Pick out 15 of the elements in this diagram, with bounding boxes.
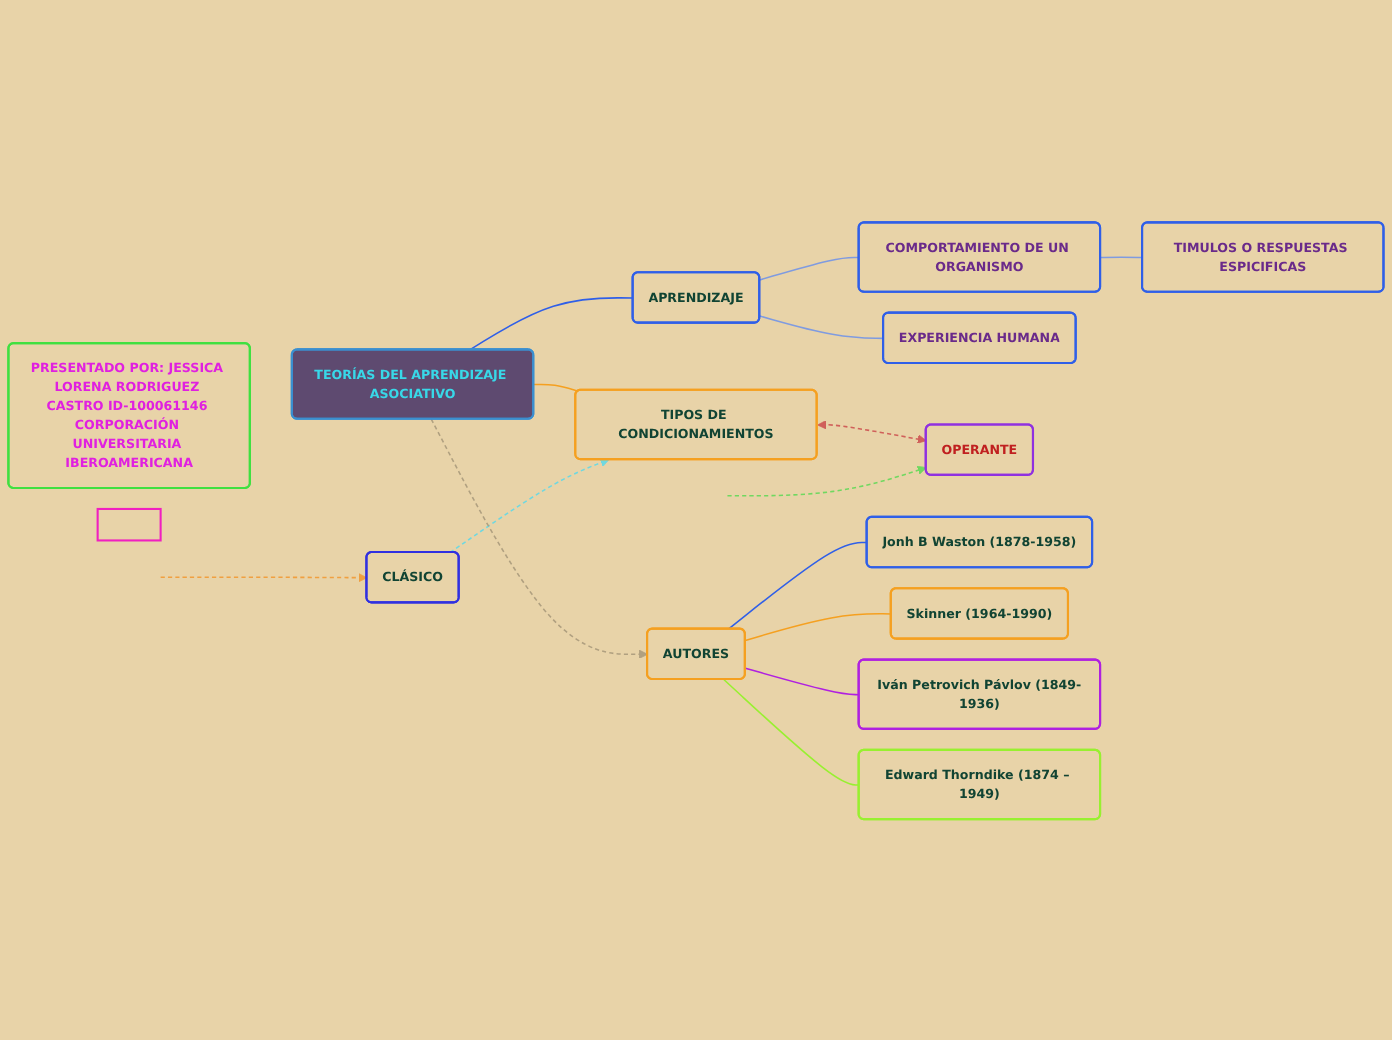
connector <box>533 382 579 392</box>
arrow <box>449 457 610 553</box>
connector <box>744 612 893 641</box>
connector <box>469 296 634 350</box>
connector <box>759 255 860 280</box>
arrow <box>430 417 649 659</box>
arrow <box>817 419 927 443</box>
node-box <box>96 507 162 541</box>
arrow <box>159 572 368 582</box>
connector <box>744 666 860 695</box>
arrow <box>726 465 927 496</box>
connector <box>723 677 860 786</box>
connector <box>1099 255 1144 258</box>
connector <box>727 540 868 630</box>
connector <box>759 314 885 339</box>
